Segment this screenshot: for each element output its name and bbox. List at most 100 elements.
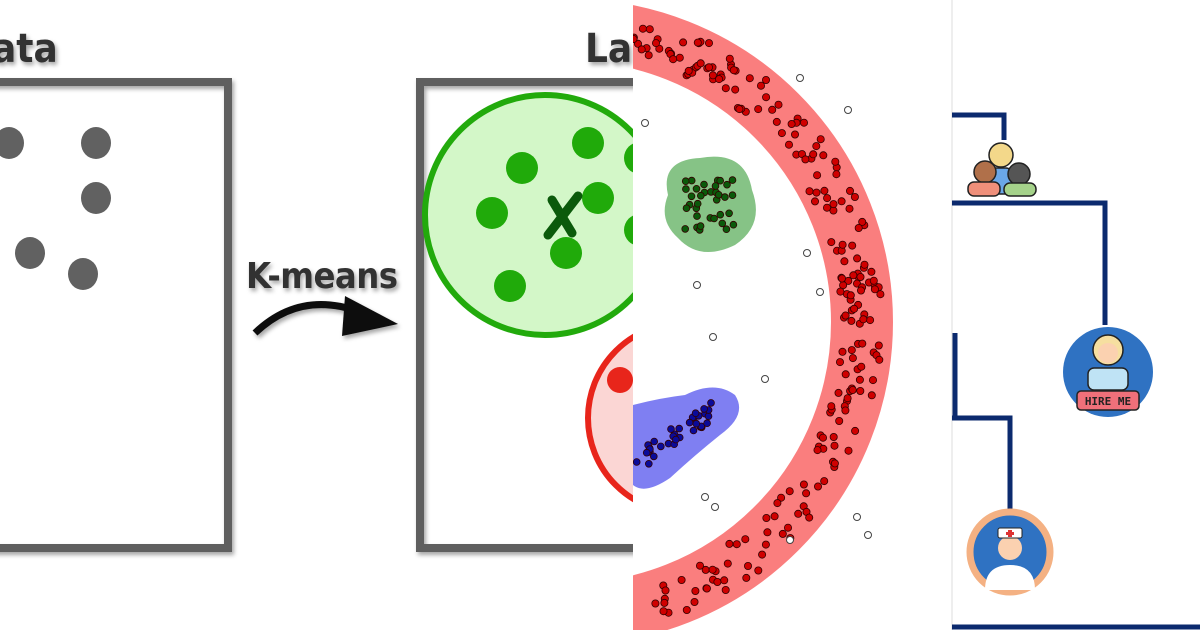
data-point <box>844 446 853 455</box>
data-point <box>758 550 767 559</box>
data-point <box>787 120 796 129</box>
data-point <box>774 100 783 109</box>
data-point <box>762 514 771 523</box>
data-point <box>691 409 700 418</box>
data-point <box>757 81 766 90</box>
data-point <box>847 346 856 355</box>
data-point <box>693 199 702 208</box>
noise-point <box>711 503 719 511</box>
data-point <box>841 311 850 320</box>
data-point <box>714 191 723 199</box>
data-point <box>834 388 843 397</box>
data-point <box>843 394 852 403</box>
data-point <box>846 186 855 195</box>
data-point <box>838 240 847 249</box>
data-point <box>660 598 669 607</box>
data-point <box>841 370 850 379</box>
data-point <box>857 362 866 371</box>
data-point <box>849 271 858 280</box>
data-point <box>679 38 688 47</box>
data-point <box>812 188 821 197</box>
data-point <box>870 285 879 294</box>
data-point <box>716 210 725 219</box>
data-point <box>754 105 763 114</box>
data-point <box>744 562 753 571</box>
noise-point <box>786 536 794 544</box>
data-point <box>720 576 729 585</box>
data-point <box>691 587 700 596</box>
data-point <box>838 347 847 356</box>
data-point <box>637 45 646 54</box>
data-point <box>835 416 844 425</box>
data-point <box>677 576 686 585</box>
data-point <box>869 276 878 285</box>
data-point <box>707 399 715 407</box>
data-point <box>722 225 731 234</box>
data-point <box>723 559 732 568</box>
data-point <box>858 339 867 348</box>
data-point <box>729 66 738 75</box>
nurse-icon <box>966 508 1054 596</box>
arrow-icon <box>252 296 398 336</box>
data-point <box>813 446 822 455</box>
data-point <box>624 143 633 173</box>
data-point <box>572 127 604 159</box>
data-point <box>773 499 782 508</box>
data-point <box>777 129 786 138</box>
data-point <box>794 509 803 518</box>
data-point <box>550 237 582 269</box>
data-point <box>729 220 738 229</box>
dbscan-panel <box>633 0 952 630</box>
dendrogram-lines <box>952 112 1200 630</box>
data-point <box>732 540 741 549</box>
data-point <box>681 177 690 186</box>
data-point <box>802 489 811 498</box>
data-point <box>675 424 683 433</box>
data-point <box>644 51 653 60</box>
data-point <box>791 130 800 139</box>
data-point <box>876 290 885 299</box>
data-point <box>725 54 734 63</box>
data-point <box>645 25 654 34</box>
data-point <box>813 171 822 180</box>
data-point <box>837 197 846 206</box>
data-point <box>805 187 814 196</box>
green-cluster-points <box>681 176 738 234</box>
data-point <box>696 191 705 200</box>
data-point <box>68 258 98 290</box>
data-point <box>682 204 691 213</box>
data-point <box>814 482 823 491</box>
data-point <box>582 182 614 214</box>
data-point <box>693 212 701 220</box>
data-point <box>693 38 702 47</box>
data-point <box>81 127 111 159</box>
data-point <box>848 354 857 363</box>
data-point <box>651 599 660 608</box>
data-point <box>836 287 845 296</box>
noise-point <box>701 493 709 501</box>
data-point <box>634 39 643 48</box>
data-point <box>642 448 651 457</box>
data-point <box>741 535 750 544</box>
data-point <box>785 140 794 149</box>
data-point <box>857 286 866 295</box>
data-point <box>667 425 675 433</box>
data-point <box>725 539 734 548</box>
data-point <box>682 185 690 193</box>
data-point <box>856 386 865 395</box>
data-point <box>848 241 857 250</box>
data-point <box>661 586 670 595</box>
data-point <box>841 406 850 415</box>
data-point <box>689 426 698 435</box>
noise-point <box>853 513 861 521</box>
data-point <box>656 442 665 451</box>
raw-data-points <box>0 127 111 290</box>
data-point <box>762 76 771 85</box>
data-point <box>770 512 779 521</box>
data-point <box>700 405 708 413</box>
unlabeled-data-title: ata <box>0 26 58 72</box>
data-point <box>829 200 838 209</box>
green-blob-cluster <box>664 156 756 253</box>
hire-me-label: HIRE ME <box>1085 395 1131 408</box>
